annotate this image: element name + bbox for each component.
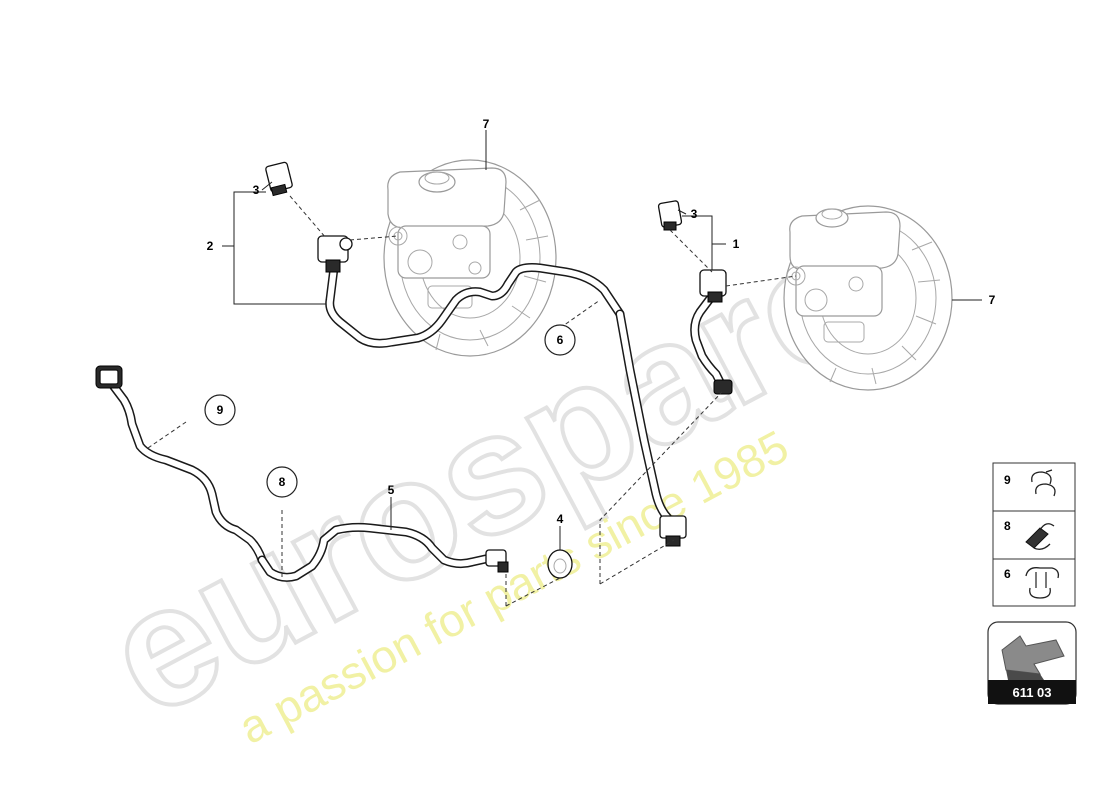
guide-lines (147, 195, 797, 607)
callout-circle-6: 6 (544, 324, 576, 356)
sensor-plug-left (265, 161, 293, 197)
pipe-connector-bottom (659, 515, 687, 547)
sensor-plug-right (657, 200, 683, 231)
callouts: 7 3 2 3 1 7 5 4 6 9 8 (204, 117, 996, 526)
vacuum-hose-9 (107, 379, 267, 565)
brake-booster-right (783, 205, 953, 391)
callout-7-right: 7 (989, 293, 996, 307)
callout-3-left: 3 (253, 183, 260, 197)
elbow-connector-5 (485, 549, 509, 573)
callout-2: 2 (207, 239, 214, 253)
brake-booster-left (383, 159, 557, 357)
clip-icon-9 (1031, 469, 1056, 497)
legend-row-9: 9 (1004, 469, 1056, 497)
callout-5: 5 (388, 483, 395, 497)
arrow-icon (1001, 635, 1065, 680)
grommet-4 (547, 549, 573, 579)
callout-7-top: 7 (483, 117, 490, 131)
callout-4: 4 (557, 512, 564, 526)
callout-circle-8: 8 (266, 466, 298, 498)
legend-number-8: 8 (1004, 519, 1011, 533)
callout-8: 8 (279, 475, 286, 489)
hose-end-connector-left (95, 365, 123, 389)
callout-1: 1 (733, 237, 740, 251)
section-badge: 611 03 (987, 621, 1077, 705)
hose-end-right (713, 379, 733, 395)
callout-3-right: 3 (691, 207, 698, 221)
vacuum-hose-left (325, 263, 625, 348)
callout-6: 6 (557, 333, 564, 347)
section-code: 611 03 (1012, 685, 1051, 700)
legend-number-6: 6 (1004, 567, 1011, 581)
callout-circle-9: 9 (204, 394, 236, 426)
leader-lines (222, 130, 982, 550)
sensor-fitting-right (699, 269, 727, 303)
clip-icon-8 (1025, 523, 1055, 550)
legend-row-6: 6 (1004, 567, 1060, 599)
clip-icon-6 (1025, 567, 1060, 599)
clip-legend: 9 8 6 (992, 462, 1076, 607)
vacuum-hose-5 (257, 522, 495, 582)
sensor-fitting-left (317, 235, 353, 273)
callout-9: 9 (217, 403, 224, 417)
vacuum-hose-right (690, 291, 727, 391)
legend-number-9: 9 (1004, 473, 1011, 487)
legend-row-8: 8 (1004, 519, 1055, 550)
